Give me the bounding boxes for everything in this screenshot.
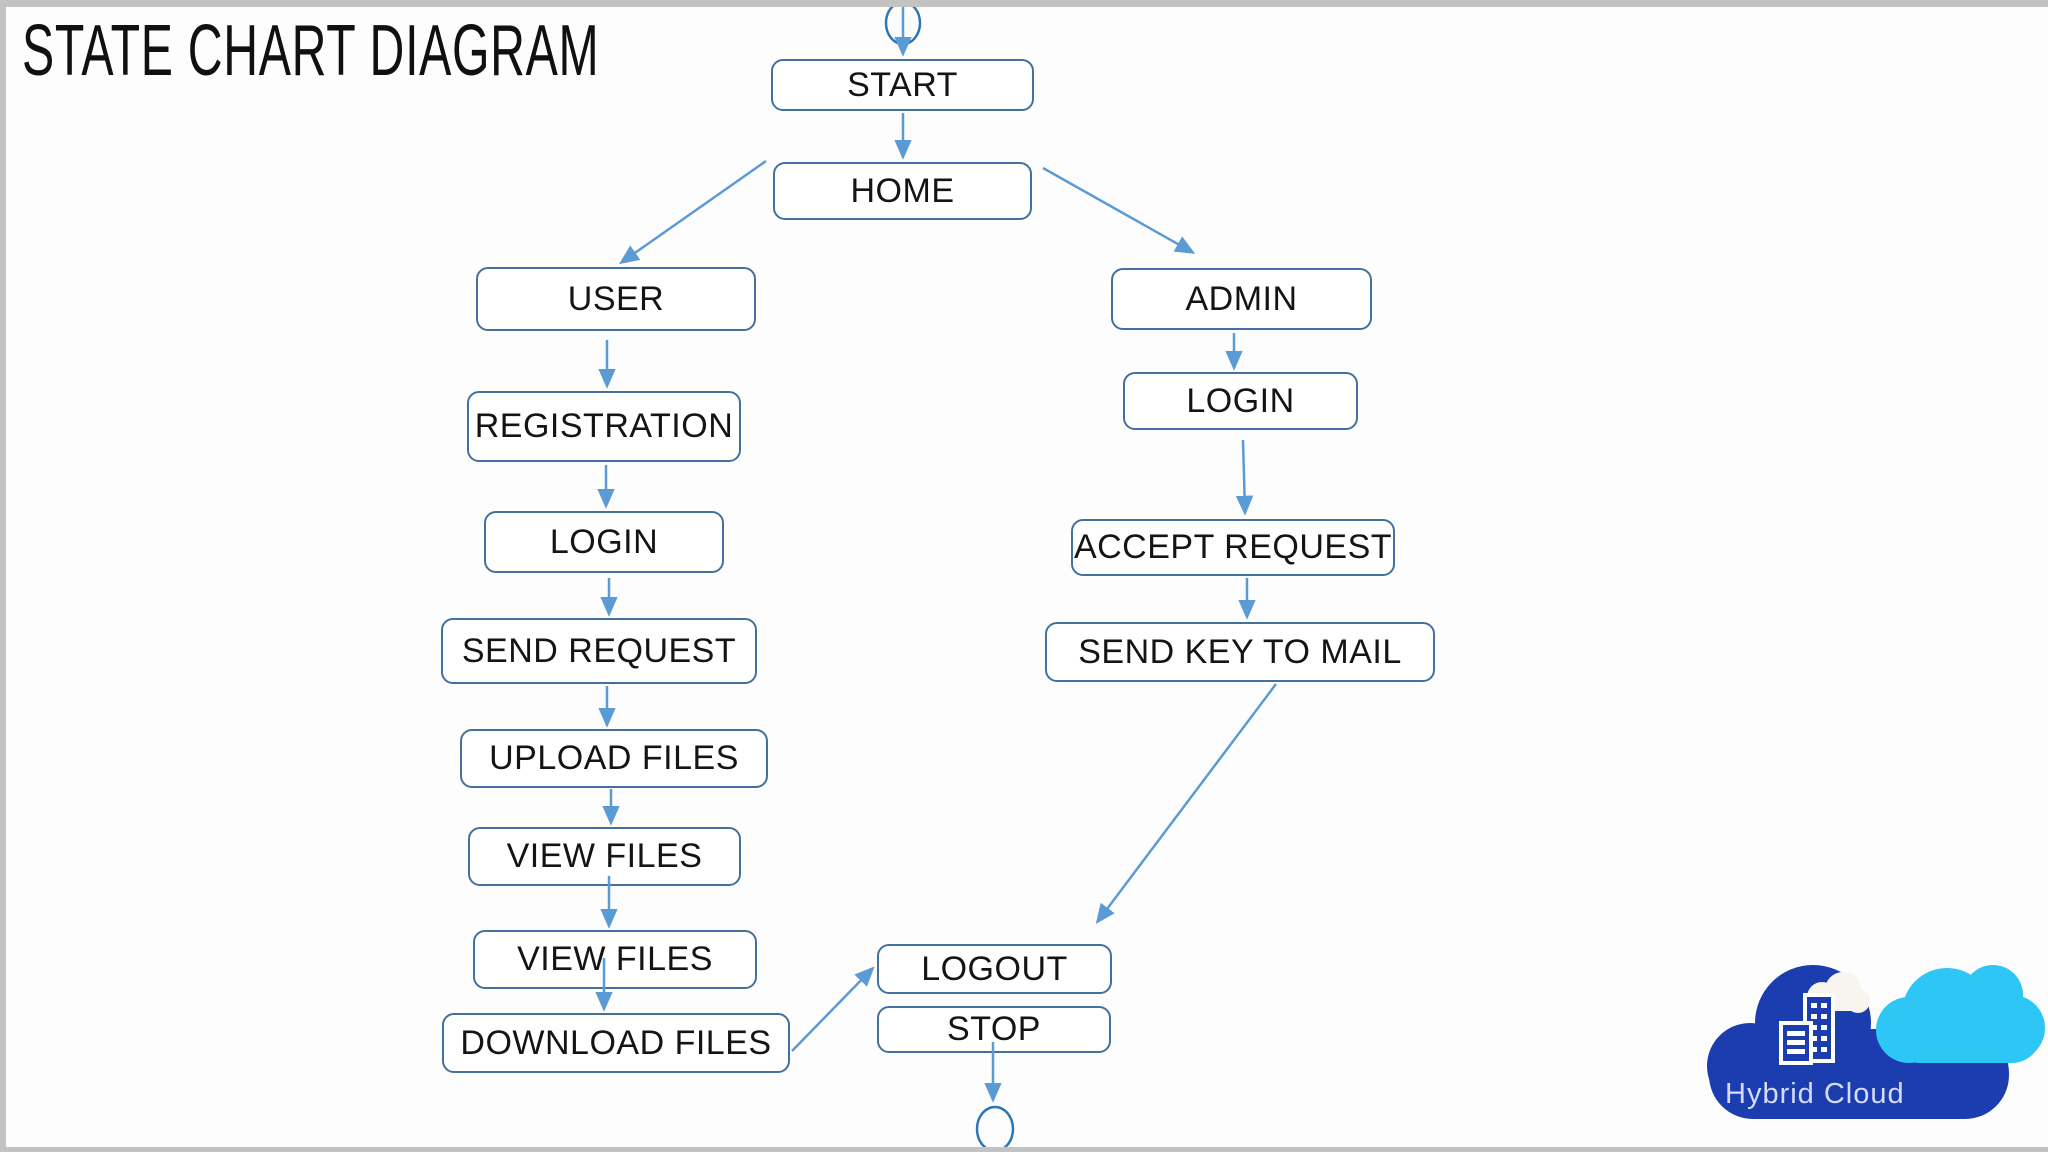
- state-label: VIEW FILES: [506, 837, 703, 875]
- state-box-send-request: SEND REQUEST: [441, 618, 757, 684]
- initial-state-icon: [884, 0, 922, 46]
- state-label: SEND KEY TO MAIL: [1078, 632, 1402, 671]
- frame-edge-top: [0, 0, 2048, 7]
- state-label: DOWNLOAD FILES: [460, 1023, 772, 1062]
- state-label: ADMIN: [1185, 279, 1298, 318]
- state-label: HOME: [850, 171, 955, 210]
- state-box-logout: LOGOUT: [877, 944, 1112, 994]
- state-label: USER: [567, 279, 665, 318]
- hybrid-cloud-logo: Hybrid Cloud: [1695, 933, 2048, 1152]
- state-box-upload-files: UPLOAD FILES: [460, 729, 768, 788]
- final-state-icon: [975, 1105, 1015, 1152]
- state-box-login-user: LOGIN: [484, 511, 724, 573]
- edge-home-to-user: [618, 159, 767, 265]
- state-label: LOGIN: [549, 522, 659, 561]
- state-label: LOGIN: [1186, 381, 1295, 420]
- state-box-view-files-1: VIEW FILES: [468, 827, 741, 886]
- state-box-view-files-2: VIEW FILES: [473, 930, 757, 989]
- frame-edge-left: [0, 0, 6, 1152]
- logo-text: Hybrid Cloud: [1725, 1078, 1905, 1110]
- edge-download-files-to-logout: [791, 966, 875, 1052]
- state-box-admin: ADMIN: [1111, 268, 1372, 330]
- edge-send-key-to-mail-to-logout: [1095, 683, 1277, 924]
- edge-home-to-admin: [1042, 166, 1196, 254]
- state-label: STOP: [947, 1010, 1041, 1048]
- state-box-login-admin: LOGIN: [1123, 372, 1358, 430]
- state-label: START: [847, 65, 958, 104]
- state-label: ACCEPT REQUEST: [1073, 528, 1393, 566]
- page-title: STATE CHART DIAGRAM: [22, 11, 600, 91]
- state-label: LOGOUT: [921, 949, 1068, 988]
- state-box-home: HOME: [773, 162, 1032, 220]
- state-box-download-files: DOWNLOAD FILES: [442, 1013, 790, 1073]
- state-label: SEND REQUEST: [461, 631, 737, 670]
- state-box-user: USER: [476, 267, 756, 331]
- state-box-registration: REGISTRATION: [467, 391, 741, 462]
- state-label: UPLOAD FILES: [489, 739, 739, 777]
- buildings-icon: [1779, 993, 1835, 1065]
- state-box-stop: STOP: [877, 1006, 1111, 1053]
- state-label: REGISTRATION: [474, 407, 734, 445]
- edge-login-admin-to-accept-request: [1235, 439, 1254, 516]
- light-cloud-shape: [1876, 965, 2045, 1063]
- state-box-accept-request: ACCEPT REQUEST: [1071, 519, 1395, 576]
- state-box-start: START: [771, 59, 1034, 111]
- state-box-send-key-to-mail: SEND KEY TO MAIL: [1045, 622, 1435, 682]
- state-label: VIEW FILES: [517, 940, 713, 978]
- frame-edge-bottom: [0, 1147, 2048, 1152]
